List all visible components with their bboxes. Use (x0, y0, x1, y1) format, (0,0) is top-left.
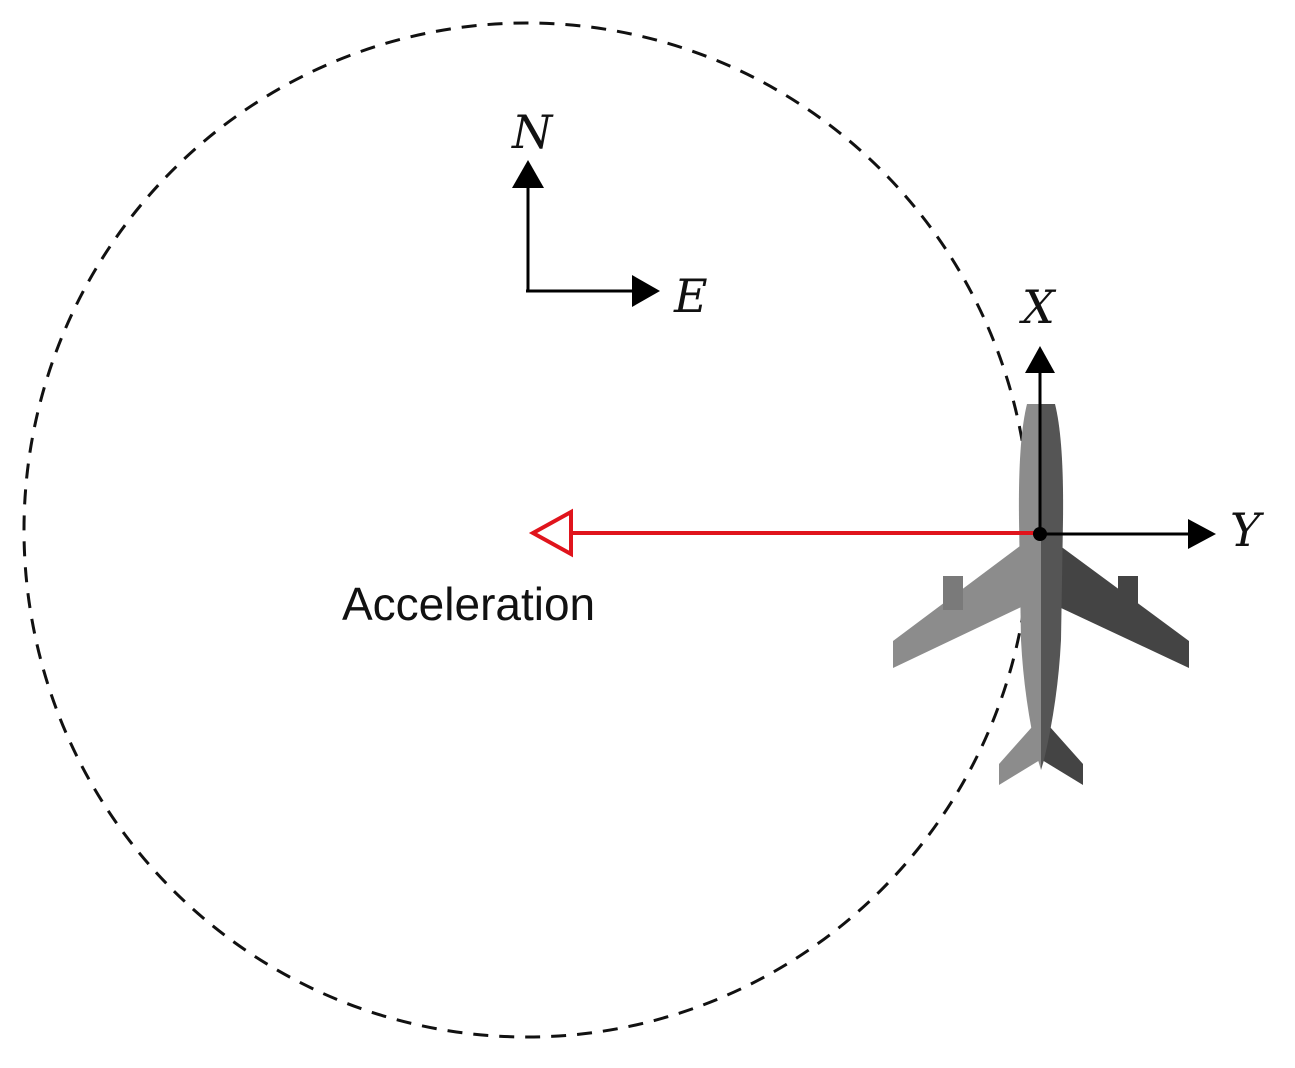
acceleration-vector: Acceleration (342, 508, 1040, 630)
body-y-label: Y (1230, 503, 1265, 557)
body-axes: X Y (1019, 280, 1265, 557)
right-wing (1044, 534, 1189, 668)
compass-axes: N E (511, 105, 708, 323)
north-label: N (511, 105, 554, 159)
fuselage-left (1018, 404, 1041, 770)
body-x-label: X (1019, 280, 1057, 334)
east-label: E (673, 269, 708, 323)
left-engine (943, 576, 963, 610)
north-arrowhead (512, 160, 544, 188)
east-arrowhead (632, 275, 660, 307)
left-wing (893, 534, 1036, 668)
right-tail (1042, 718, 1083, 785)
right-engine (1118, 576, 1138, 610)
acceleration-label: Acceleration (342, 578, 595, 630)
body-y-arrowhead (1188, 519, 1216, 549)
body-x-arrowhead (1025, 346, 1055, 373)
fuselage-right (1041, 404, 1064, 770)
body-origin-dot (1033, 527, 1047, 541)
acceleration-arrowhead (528, 508, 573, 558)
airplane-icon (893, 404, 1189, 785)
left-tail (999, 718, 1040, 785)
